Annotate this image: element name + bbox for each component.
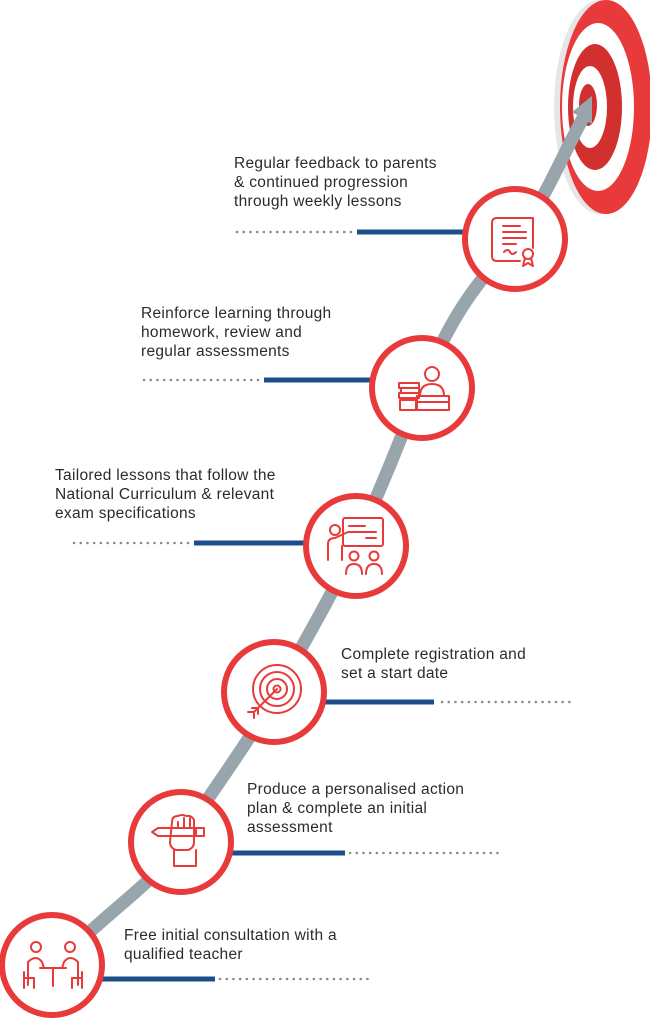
certificate-icon [491,217,534,267]
step-6-node [462,186,568,292]
step-1-node [0,912,105,1018]
step-5-node [369,335,475,441]
step-6-text: Regular feedback to parents & continued … [234,155,437,210]
step-1-text: Free initial consultation with a qualifi… [124,927,337,963]
target-arrow-icon [247,664,302,719]
consultation-icon [23,941,83,989]
student-books-icon [398,366,450,411]
connectors [72,229,574,982]
step-3-text: Complete registration and set a start da… [341,646,526,682]
teacher-board-icon [327,517,384,575]
arrow-head [572,96,592,124]
step-2-node [128,789,234,895]
step-5-text: Reinforce learning through homework, rev… [141,305,332,360]
step-4-node [303,493,409,599]
step-4-text: Tailored lessons that follow the Nationa… [55,467,276,522]
bullseye-goal-icon [554,0,650,214]
step-3-node [221,639,327,745]
step-2-text: Produce a personalised action plan & com… [247,781,465,836]
pen-fist-icon [151,814,205,867]
